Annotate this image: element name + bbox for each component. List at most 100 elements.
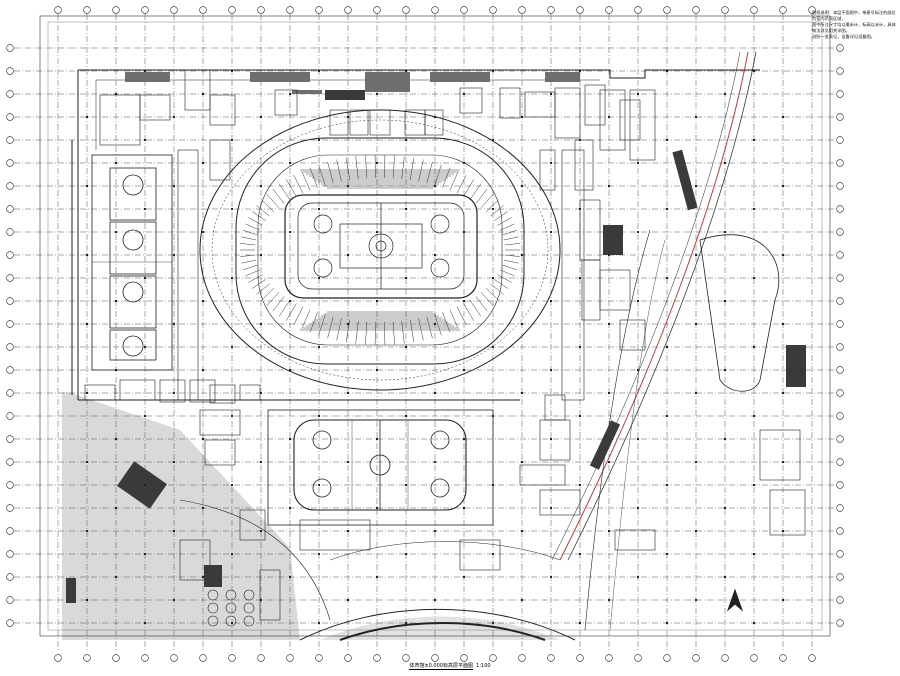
seat-row [266,292,280,306]
room-block [329,109,349,136]
column-dot [608,530,610,532]
axis-bubble [6,274,14,282]
column-dot [724,576,726,578]
column-dot [86,599,88,601]
column-dot [782,599,784,601]
column-dot [492,484,494,486]
column-dot [289,507,291,509]
column-dot [202,438,204,440]
room-block [209,94,236,126]
column-dot [405,415,407,417]
seat-row [503,236,519,241]
axis-bubble [663,6,671,14]
column-dot [637,438,639,440]
axis-bubble [605,654,613,662]
column-dot [608,392,610,394]
column-dot [260,323,262,325]
column-dot [376,300,378,302]
seat-row [490,283,504,295]
column-dot [753,277,755,279]
axis-bubble [692,6,700,14]
axis-bubble [808,654,816,662]
seat-row [494,279,509,289]
column-dot [347,185,349,187]
column-dot [376,438,378,440]
axis-bubble [836,527,844,535]
column-dot [695,116,697,118]
column-dot [724,438,726,440]
room-block [189,379,216,403]
seat-row [502,264,517,271]
column-dot [434,116,436,118]
column-dot [463,231,465,233]
axis-bubble [836,435,844,443]
column-dot [115,438,117,440]
axis-bubble [6,504,14,512]
axis-bubble [836,550,844,558]
column-dot [405,208,407,210]
seat-row [272,296,285,312]
room-block [599,89,626,151]
column-dot [347,392,349,394]
column-dot [376,576,378,578]
seat-row [494,211,509,221]
column-dot [347,323,349,325]
column-dot [231,70,233,72]
planter-circle [207,615,219,627]
axis-bubble [6,159,14,167]
seat-row [485,288,499,301]
column-dot [202,300,204,302]
column-dot [86,185,88,187]
seat-row [456,306,467,326]
seat-row [248,274,263,283]
column-dot [318,553,320,555]
room-block [299,519,371,551]
axis-bubble [836,481,844,489]
axis-bubble [836,320,844,328]
seat-row [286,303,297,321]
column-dot [376,507,378,509]
axis-bubble [54,6,62,14]
column-dot [144,484,146,486]
column-dot [695,530,697,532]
column-dot [376,162,378,164]
column-dot [608,461,610,463]
column-dot [318,139,320,141]
axis-bubble [83,6,91,14]
seat-row [504,254,520,257]
seat-row [480,194,494,208]
axis-bubble [6,136,14,144]
column-dot [289,438,291,440]
seat-row [301,309,311,329]
room-block [199,409,241,436]
seat-row [261,199,275,212]
column-dot [637,162,639,164]
column-dot [289,93,291,95]
room-block [599,269,631,311]
axis-bubble [170,6,178,14]
column-dot [347,116,349,118]
axis-bubble [808,6,816,14]
column-dot [753,346,755,348]
axis-bubble [6,297,14,305]
column-dots [86,70,784,624]
planter-circle [225,615,237,627]
room-block [459,539,501,571]
column-dot [521,461,523,463]
seat-row [401,320,405,344]
axis-bubble [460,6,468,14]
column-dot [115,231,117,233]
column-dot [173,461,175,463]
column-dot [115,162,117,164]
seat-row [456,174,467,194]
column-dot [231,139,233,141]
seat-row [401,156,405,180]
seat-row [480,292,494,306]
column-dot [260,530,262,532]
axis-bubble [6,573,14,581]
column-dot [173,116,175,118]
column-dot [202,576,204,578]
room-blocks [84,69,806,627]
column-dot [521,323,523,325]
